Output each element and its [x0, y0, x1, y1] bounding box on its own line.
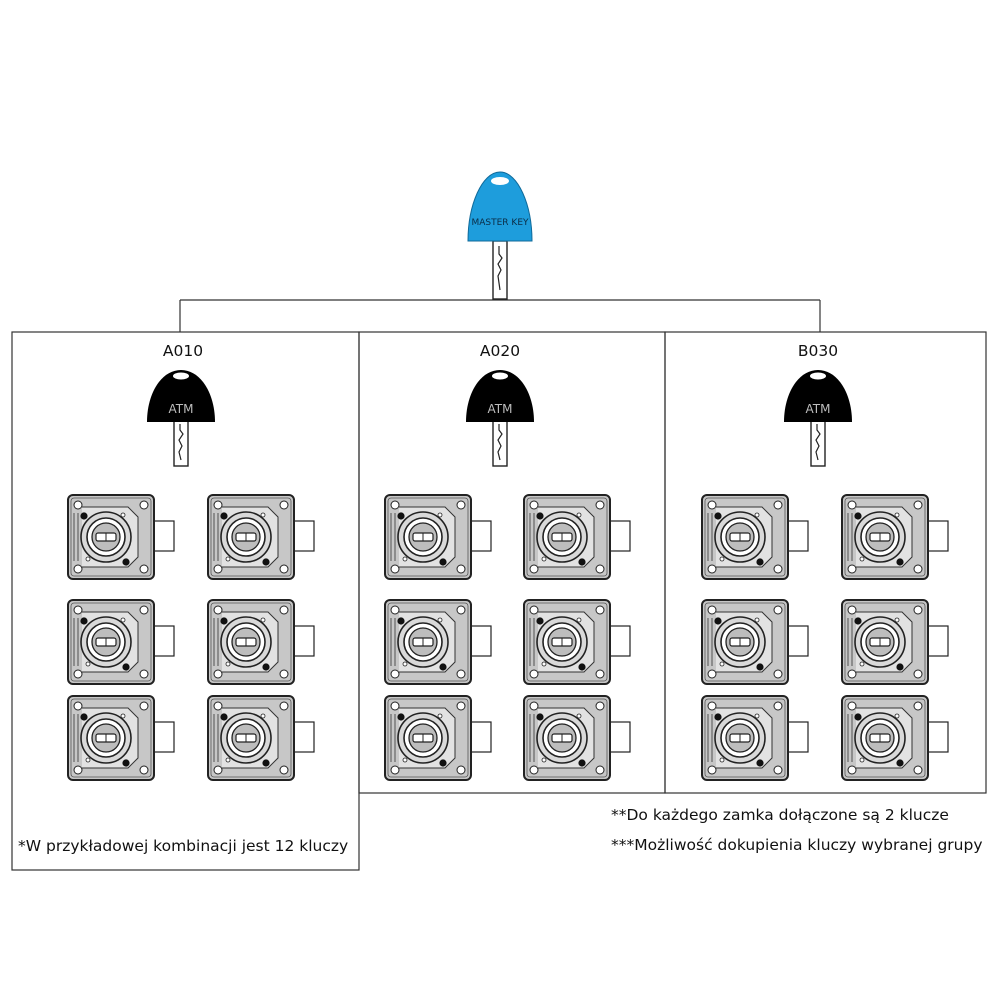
group-code: A010: [163, 342, 203, 360]
lock: [384, 494, 492, 580]
lock: [841, 599, 949, 685]
lock: [67, 695, 175, 781]
group-key: ATM: [465, 369, 535, 467]
master-key-label: MASTER KEY: [471, 218, 529, 228]
connector-lines: [179, 299, 821, 332]
lock: [701, 695, 809, 781]
lock: [384, 599, 492, 685]
group-a010: A010 ATM: [67, 342, 315, 781]
group-a020: A020 ATM: [384, 342, 631, 781]
group-code: B030: [798, 342, 838, 360]
lock: [207, 695, 315, 781]
master-key-head: [467, 171, 533, 242]
lock: [384, 695, 492, 781]
group-key: ATM: [146, 369, 216, 467]
lock: [701, 599, 809, 685]
lock: [841, 494, 949, 580]
lock: [701, 494, 809, 580]
lock: [207, 599, 315, 685]
lock: [523, 599, 631, 685]
group-b030: B030 ATM: [701, 342, 949, 781]
lock: [67, 494, 175, 580]
lock: [207, 494, 315, 580]
group-key-label: ATM: [169, 402, 194, 416]
master-key: MASTER KEY: [467, 171, 533, 300]
note-keys-per-lock: **Do każdego zamka dołączone są 2 klucze: [611, 806, 949, 824]
lock: [523, 695, 631, 781]
group-key-label: ATM: [488, 402, 513, 416]
lock: [67, 599, 175, 685]
group-frames: [11, 331, 987, 871]
lock: [523, 494, 631, 580]
group-key-label: ATM: [806, 402, 831, 416]
group-frame-b030: [664, 331, 987, 794]
group-code: A020: [480, 342, 520, 360]
lock: [841, 695, 949, 781]
note-extra-keys: ***Możliwość dokupienia kluczy wybranej …: [611, 836, 983, 854]
note-example-keys: *W przykładowej kombinacji jest 12 klucz…: [18, 837, 349, 855]
group-key: ATM: [783, 369, 853, 467]
